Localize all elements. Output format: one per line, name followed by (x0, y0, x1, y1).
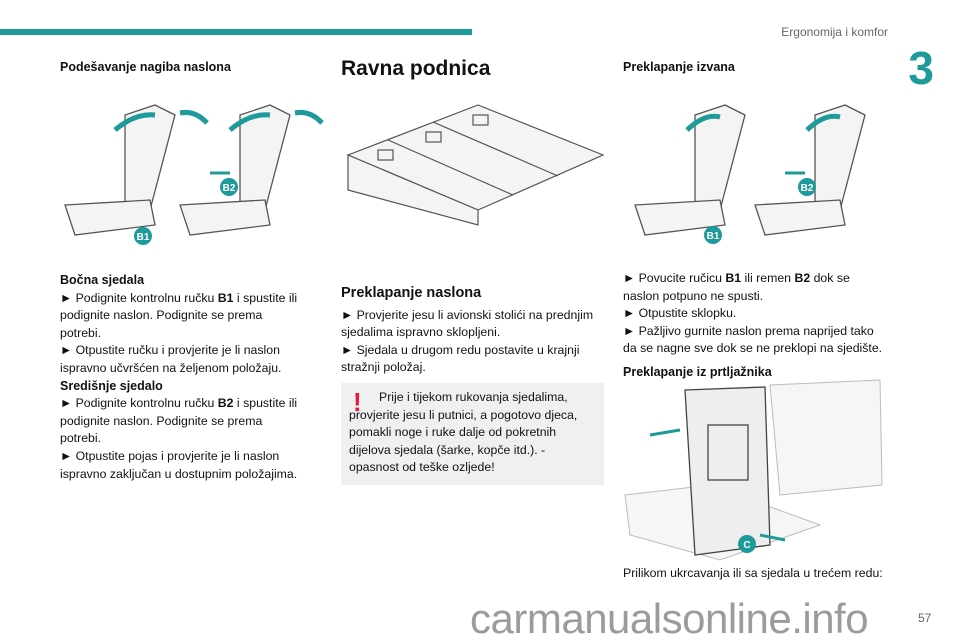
right-step-2: ► Otpustite sklopku. (623, 306, 737, 321)
left-step-3: ► Podignite kontrolnu ručku B2 i spustit… (60, 396, 298, 446)
fold-outside-illustration: B1 B2 (634, 104, 866, 244)
label-b2: B2 (801, 183, 814, 194)
middle-title: Ravna podnica (341, 57, 491, 80)
warning-icon: ! (353, 386, 362, 417)
left-step-1: ► Podignite kontrolnu ručku B1 i spustit… (60, 290, 298, 340)
label-c: C (743, 540, 750, 551)
center-seat-heading: Središnje sjedalo (60, 378, 163, 393)
right-step-1: ► Povucite ručicu B1 ili remen B2 dok se… (623, 271, 850, 303)
seat-recline-illustration: B1 B2 (64, 104, 324, 245)
middle-step-2: ► Sjedala u drugom redu postavite u kraj… (341, 342, 580, 375)
left-title: Podešavanje nagiba naslona (60, 60, 231, 74)
warning-box: ! Prije i tijekom rukovanja sjedalima, p… (341, 382, 604, 485)
right-title: Preklapanje izvana (623, 60, 735, 74)
label-b1: B1 (707, 231, 720, 242)
flat-floor-illustration (346, 104, 605, 226)
left-step-4: ► Otpustite pojas i provjerite je li nas… (60, 448, 298, 481)
label-b1: B1 (137, 232, 150, 243)
warning-text: Prije i tijekom rukovanja sjedalima, pro… (349, 389, 578, 475)
middle-step-1: ► Provjerite jesu li avionski stolići na… (341, 307, 594, 340)
label-b2: B2 (223, 183, 236, 194)
middle-subtitle: Preklapanje naslona (341, 285, 482, 301)
chapter-number: 3 (908, 42, 934, 94)
side-seats-heading: Bočna sjedala (60, 273, 145, 287)
section-title: Ergonomija i komfor (781, 25, 888, 39)
left-step-2: ► Otpustite ručku i provjerite je li nas… (60, 343, 282, 375)
header-accent-bar (0, 29, 472, 35)
page-number: 57 (918, 611, 932, 625)
right-step-4: Prilikom ukrcavanja ili sa sjedala u tre… (623, 566, 883, 580)
right-step-3: ► Pažljivo gurnite naslon prema naprijed… (623, 323, 883, 356)
right-subtitle: Preklapanje iz prtljažnika (623, 364, 772, 379)
fold-from-trunk-illustration: C (624, 379, 883, 561)
watermark: carmanualsonline.info (470, 595, 869, 642)
